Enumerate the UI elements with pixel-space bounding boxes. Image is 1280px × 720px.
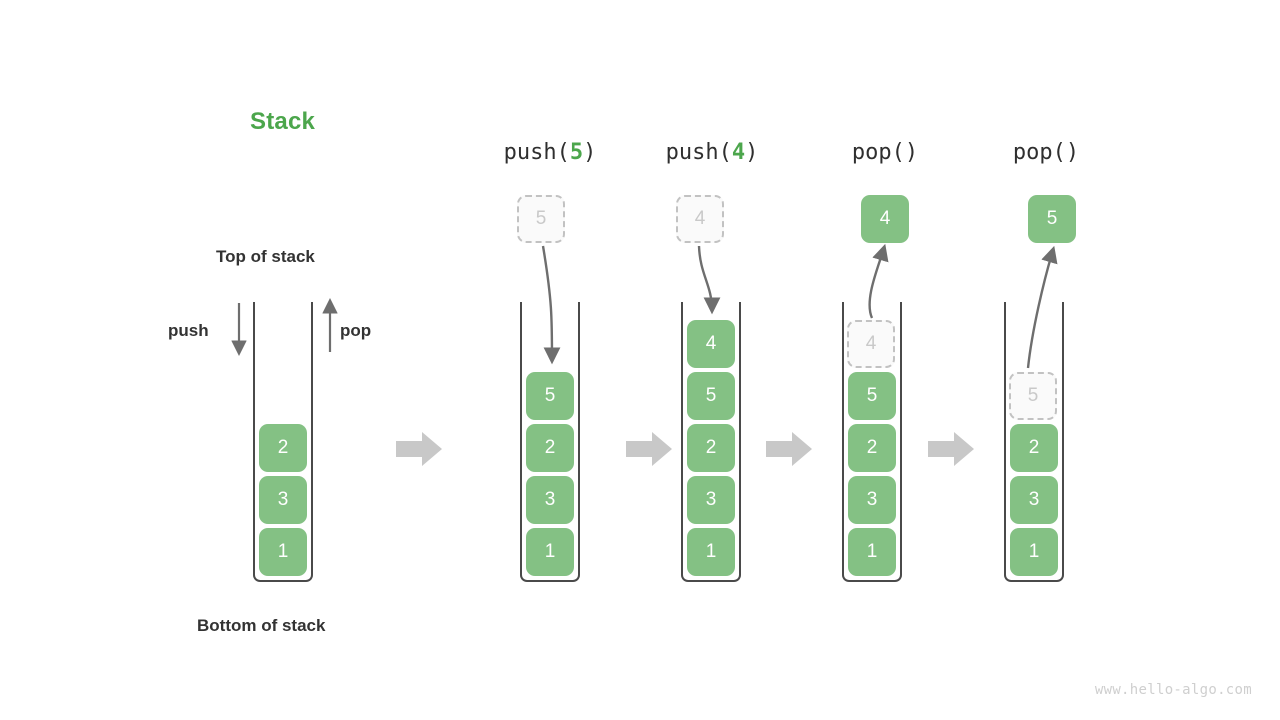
stack-item: 1 bbox=[687, 528, 735, 576]
stack-item: 1 bbox=[526, 528, 574, 576]
step-arrow-icon bbox=[396, 432, 442, 466]
op-suffix: ) bbox=[745, 140, 759, 165]
stack-container-push-5 bbox=[520, 302, 580, 582]
op-name: pop( bbox=[851, 140, 905, 165]
stack-container-pop-2 bbox=[1004, 302, 1064, 582]
stack-item-ghost: 5 bbox=[1009, 372, 1057, 420]
stack-item: 3 bbox=[526, 476, 574, 524]
op-name: push( bbox=[503, 140, 570, 165]
op-caption-pop-1: pop() bbox=[805, 140, 965, 165]
stack-item: 1 bbox=[1010, 528, 1058, 576]
stack-item: 2 bbox=[687, 424, 735, 472]
stack-item: 4 bbox=[687, 320, 735, 368]
step-arrow-icon bbox=[626, 432, 672, 466]
stack-item: 1 bbox=[259, 528, 307, 576]
stack-item: 5 bbox=[687, 372, 735, 420]
stack-item: 2 bbox=[259, 424, 307, 472]
incoming-element-ghost: 5 bbox=[517, 195, 565, 243]
op-arg: 4 bbox=[731, 140, 746, 165]
stack-item: 3 bbox=[259, 476, 307, 524]
stack-container-pop-1 bbox=[842, 302, 902, 582]
stack-item-ghost: 4 bbox=[847, 320, 895, 368]
flow-arrow-push-4 bbox=[697, 245, 721, 315]
stack-container-push-4 bbox=[681, 302, 741, 582]
label-top-of-stack: Top of stack bbox=[216, 247, 315, 266]
op-suffix: ) bbox=[904, 140, 919, 165]
page-title: Stack bbox=[250, 108, 316, 135]
stack-item: 2 bbox=[1010, 424, 1058, 472]
stack-item: 1 bbox=[848, 528, 896, 576]
op-name: push( bbox=[665, 140, 732, 165]
op-suffix: ) bbox=[1065, 140, 1080, 165]
stack-item: 5 bbox=[848, 372, 896, 420]
op-caption-pop-2: pop() bbox=[966, 140, 1126, 165]
label-pop: pop bbox=[340, 321, 372, 340]
label-push: push bbox=[168, 321, 209, 340]
op-arg: 5 bbox=[569, 140, 584, 165]
step-arrow-icon bbox=[766, 432, 812, 466]
stack-item: 3 bbox=[848, 476, 896, 524]
stack-item: 3 bbox=[1010, 476, 1058, 524]
incoming-element-ghost: 4 bbox=[676, 195, 724, 243]
op-caption-push-4: push(4) bbox=[632, 140, 792, 165]
op-caption-push-5: push(5) bbox=[470, 140, 630, 165]
op-name: pop( bbox=[1012, 140, 1066, 165]
label-bottom-of-stack: Bottom of stack bbox=[197, 616, 326, 635]
op-suffix: ) bbox=[583, 140, 597, 165]
step-arrow-icon bbox=[928, 432, 974, 466]
watermark: www.hello-algo.com bbox=[1094, 682, 1252, 698]
stack-item: 5 bbox=[526, 372, 574, 420]
stack-item: 2 bbox=[848, 424, 896, 472]
stack-container-initial bbox=[253, 302, 313, 582]
stack-item: 2 bbox=[526, 424, 574, 472]
popped-element: 4 bbox=[861, 195, 909, 243]
popped-element: 5 bbox=[1028, 195, 1076, 243]
stack-item: 3 bbox=[687, 476, 735, 524]
